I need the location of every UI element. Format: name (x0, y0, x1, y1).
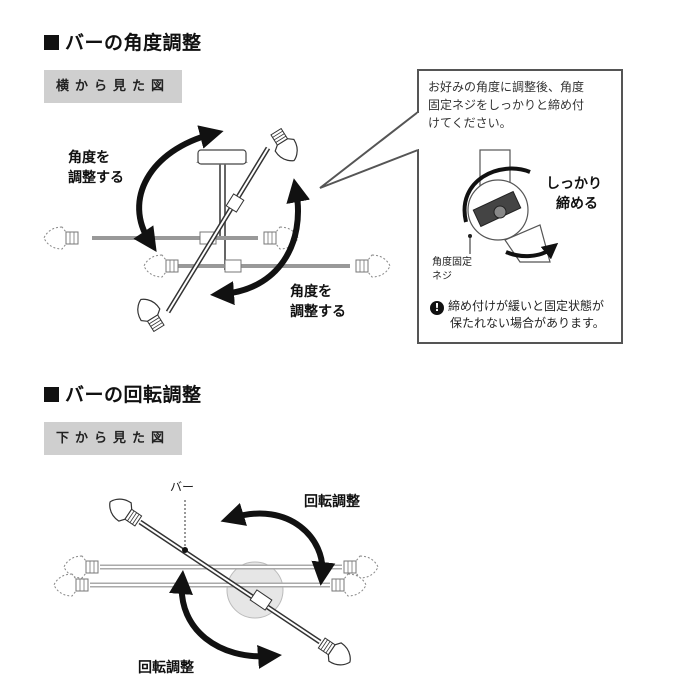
callout-instruction: お好みの角度に調整後、角度 固定ネジをしっかりと締め付 けてください。 (428, 78, 584, 132)
screw-label-line: 角度固定 (432, 257, 472, 268)
bottom-view-fixture (53, 492, 379, 672)
warning-line: 保たれない場合があります。 (450, 316, 605, 330)
view-label-side: 横から見た図 (44, 70, 183, 103)
bar-pointer-dot (182, 547, 188, 553)
rotation-label-bottom: 回転調整 (138, 660, 194, 676)
warning-note: ! 締め付けが緩いと固定状態が 保たれない場合があります。 (430, 298, 605, 332)
tighten-label: しっかり 締める (546, 174, 602, 214)
side-view-fixture (43, 125, 391, 335)
rotate-label-line: 調整する (290, 304, 346, 320)
callout-line: お好みの角度に調整後、角度 (428, 80, 585, 94)
rotate-label-bottom: 角度を 調整する (290, 282, 346, 322)
tighten-arrow (505, 242, 559, 260)
angle-lock-screw-icon (493, 205, 507, 219)
screw-label-line: ネジ (432, 271, 452, 282)
rotate-label-line: 調整する (68, 170, 124, 186)
section-title-text: バーの角度調整 (65, 32, 202, 54)
rotation-arrow-top (220, 502, 336, 586)
section-title-angle: バーの角度調整 (44, 28, 202, 55)
square-bullet-icon (44, 387, 59, 402)
exclamation-icon: ! (430, 301, 444, 315)
callout-line: けてください。 (428, 116, 512, 130)
callout-line: 固定ネジをしっかりと締め付 (428, 98, 585, 112)
rotate-label-top: 角度を 調整する (68, 148, 124, 188)
callout-pointer (319, 111, 419, 189)
section-title-rotation: バーの回転調整 (44, 380, 202, 407)
screw-label: 角度固定 ネジ (432, 256, 472, 284)
section-title-text: バーの回転調整 (65, 384, 202, 406)
bar-label: バー (170, 480, 195, 494)
rotate-arrow-bottom (210, 178, 310, 306)
callout-panel (319, 69, 623, 344)
warning-line: 締め付けが緩いと固定状態が (448, 299, 605, 313)
rotate-label-line: 角度を (68, 150, 110, 166)
tighten-line: しっかり (546, 176, 602, 192)
tighten-line: 締める (556, 196, 598, 212)
square-bullet-icon (44, 35, 59, 50)
rotate-arrow-top (133, 125, 224, 252)
view-label-bottom: 下から見た図 (44, 422, 183, 455)
rotate-label-line: 角度を (290, 284, 332, 300)
rotation-arrow-bottom (169, 570, 282, 669)
rotation-label-top: 回転調整 (304, 494, 360, 510)
